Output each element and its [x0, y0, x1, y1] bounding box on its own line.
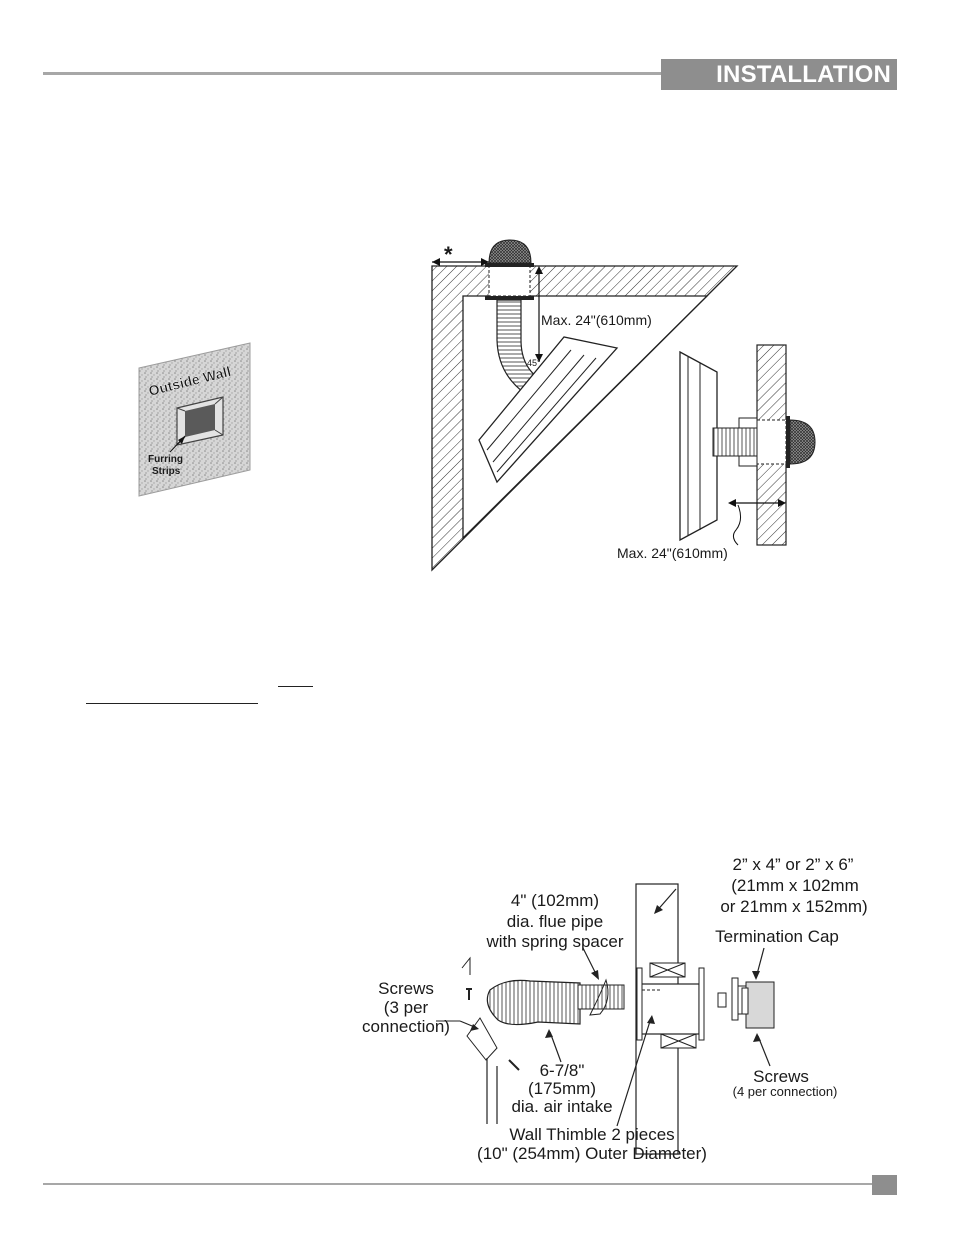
wall-thimble [636, 983, 700, 1035]
screws-left-label-2: (3 per [384, 998, 429, 1017]
flex-pipe-rear [712, 427, 758, 457]
furring-label-2: Strips [152, 466, 181, 477]
section-title: INSTALLATION [661, 59, 897, 90]
clearance-marker: * [444, 242, 453, 267]
lumber-label-1: 2” x 4” or 2” x 6” [733, 855, 854, 874]
flue-pipe-exploded [486, 979, 581, 1026]
outside-wall-illustration: Outside Wall Furring Strips [138, 342, 251, 497]
wall-opening [185, 404, 215, 437]
intake-label-2: (175mm) [528, 1079, 596, 1098]
page-number-tab [872, 1175, 897, 1195]
termination-cap-exploded [745, 981, 775, 1029]
lumber-label-2: (21mm x 102mm [731, 876, 859, 895]
fireplace-side [679, 350, 718, 542]
screws-right-label-1: Screws [753, 1067, 809, 1086]
termination-cap-label: Termination Cap [715, 927, 839, 946]
screws-left-label-3: connection) [362, 1017, 450, 1036]
corner-vent-diagram: Max. 24"(610mm) 45° * [431, 239, 739, 572]
screw-icon [508, 1059, 520, 1071]
fireplace-collar [466, 1017, 498, 1061]
lumber-label-3: or 21mm x 152mm) [720, 897, 867, 916]
flue-label-3: with spring spacer [485, 932, 623, 951]
flue-label-1: 4" (102mm) [511, 891, 599, 910]
screws-right-label-2: (4 per connection) [733, 1084, 838, 1099]
intake-label-1: 6-7/8" [540, 1061, 585, 1080]
angle-label: 45° [527, 358, 541, 368]
rear-max-label: Max. 24"(610mm) [617, 545, 728, 561]
screw-icon [466, 988, 472, 1000]
intake-label-3: dia. air intake [511, 1097, 612, 1116]
thimble-label-2: (10" (254mm) Outer Diameter) [477, 1144, 707, 1163]
top-wall-penetration [488, 265, 531, 297]
screws-left-label-1: Screws [378, 979, 434, 998]
footer-rule [43, 1183, 872, 1185]
thimble-label-1: Wall Thimble 2 pieces [509, 1125, 674, 1144]
header-rule [43, 72, 661, 75]
text-underline-2 [86, 703, 258, 704]
corner-max-label: Max. 24"(610mm) [541, 312, 652, 328]
exploded-components-diagram: 2” x 4” or 2” x 6” (21mm x 102mm or 21mm… [362, 855, 868, 1163]
furring-label-1: Furring [148, 454, 183, 465]
termination-cap-top [488, 239, 532, 264]
rear-vent-diagram: Max. 24"(610mm) [617, 344, 816, 561]
text-underline-1 [278, 686, 313, 687]
flue-label-2: dia. flue pipe [507, 912, 603, 931]
termination-cap-side [789, 419, 816, 465]
